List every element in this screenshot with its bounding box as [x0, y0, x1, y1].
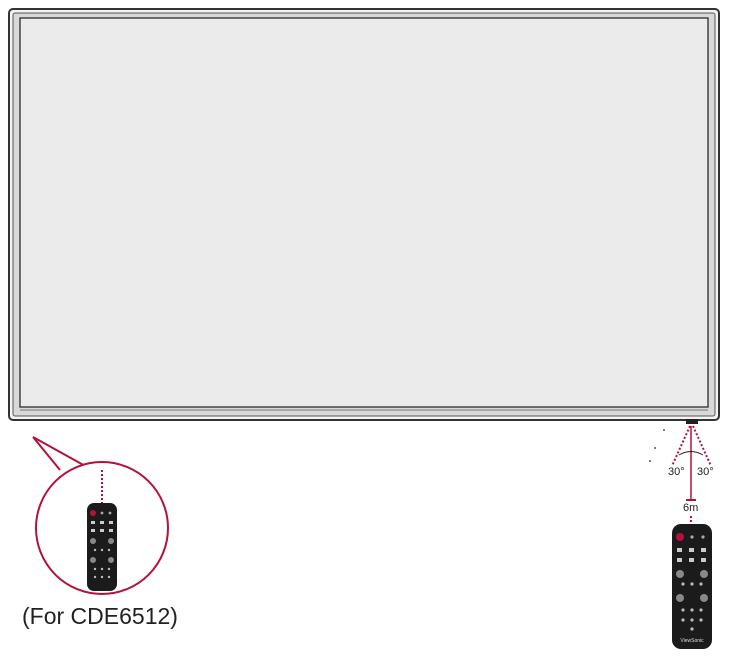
ir-receiver — [686, 419, 698, 424]
reception-angle-indicator — [649, 425, 712, 522]
screen-area — [19, 17, 709, 408]
remote-control-small — [87, 503, 117, 591]
angle-left-label: 30° — [668, 466, 685, 478]
angle-right-label: 30° — [697, 466, 714, 478]
remote-brand-label: ViewSonic — [680, 638, 704, 644]
distance-label: 6m — [683, 502, 699, 514]
remote-control-large: ViewSonic — [672, 524, 712, 649]
model-caption: (For CDE6512) — [22, 603, 178, 629]
display-panel — [8, 8, 720, 424]
